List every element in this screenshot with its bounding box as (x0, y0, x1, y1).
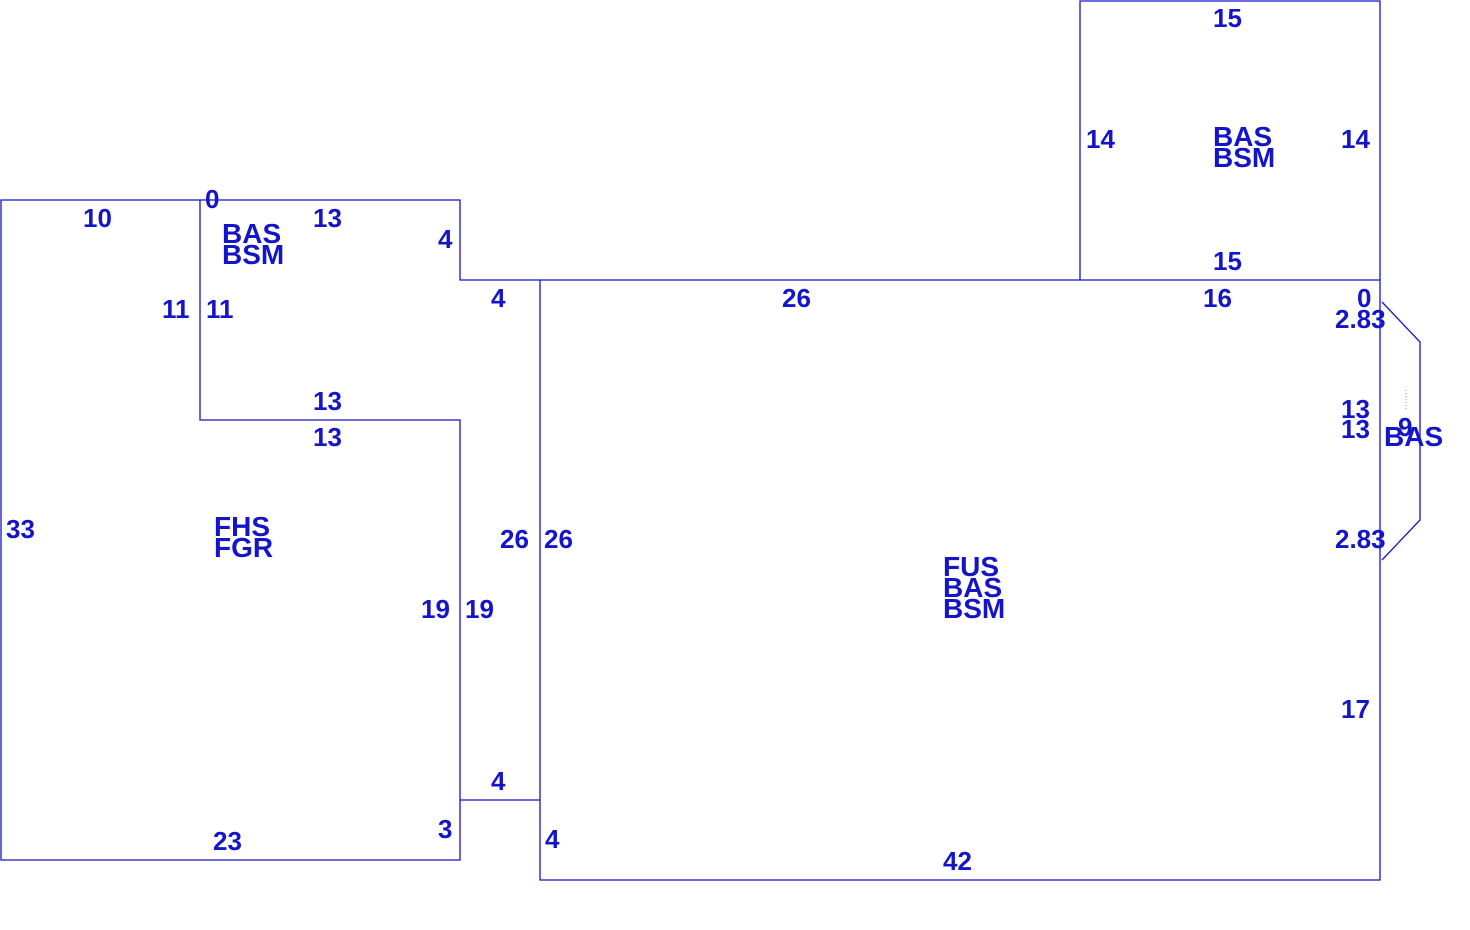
area-label-upper-left-bsm: BSM (222, 239, 284, 270)
main-block-outline (539, 279, 1381, 881)
dim-main-right: 17 (1341, 694, 1370, 724)
area-label-garage-fgr: FGR (214, 532, 273, 563)
bay-window-outline (1381, 301, 1421, 561)
dim-left-top: 10 (83, 203, 112, 233)
dim-main-left-inner: 26 (544, 524, 573, 554)
top-right-block-outline (1079, 0, 1381, 280)
dim-top-right-top: 15 (1213, 3, 1242, 33)
walls (0, 0, 1421, 881)
upper-left-wing-outline (200, 199, 540, 281)
area-label-bay-bas: BAS (1384, 421, 1443, 452)
dim-left-side: 33 (6, 514, 35, 544)
dim-upper-left-zero: 0 (205, 184, 219, 214)
area-label-main-bas: BAS (943, 572, 1002, 603)
dim-upper-left-inner-right: 11 (206, 294, 234, 324)
dim-upper-left-right: 4 (438, 224, 453, 254)
dim-garage-right: 19 (421, 594, 450, 624)
area-labels: BAS BSM BAS BSM FHS FGR FUS BAS BSM BAS (214, 121, 1443, 624)
area-label-upper-left-bas: BAS (222, 218, 281, 249)
dim-top-right-left: 14 (1086, 124, 1115, 154)
dim-bay-side-a: 13 (1341, 394, 1370, 424)
dim-main-zero: 0 (1357, 283, 1371, 313)
dim-garage-top: 13 (313, 422, 342, 452)
dim-top-right-bottom: 15 (1213, 246, 1242, 276)
area-label-top-right-bas: BAS (1213, 121, 1272, 152)
dim-upper-left-top: 13 (313, 203, 342, 233)
area-label-top-right-bsm: BSM (1213, 142, 1275, 173)
dim-upper-left-bottom: 13 (313, 386, 342, 416)
dim-step-top: 4 (491, 283, 506, 313)
dim-top-right-right: 14 (1341, 124, 1370, 154)
area-label-garage-fhs: FHS (214, 511, 270, 542)
dim-bay-depth: 9 (1398, 412, 1412, 442)
dim-left-bottom: 23 (213, 826, 242, 856)
dim-bay-diag-bottom: 2.83 (1335, 524, 1386, 554)
dimension-labels: 15 14 14 15 10 33 23 0 13 4 11 11 13 13 … (6, 3, 1412, 876)
dim-connector-bottom: 4 (491, 766, 506, 796)
area-label-main-bsm: BSM (943, 593, 1005, 624)
dim-garage-corner: 3 (438, 814, 452, 844)
dim-main-left-outer: 26 (500, 524, 529, 554)
dim-main-bottom-left: 4 (545, 824, 560, 854)
dim-main-bottom: 42 (943, 846, 972, 876)
area-label-main-fus: FUS (943, 551, 999, 582)
dim-garage-right-outer: 19 (465, 594, 494, 624)
dim-bay-side-b: 13 (1341, 414, 1370, 444)
dim-bay-diag-top: 2.83 (1335, 304, 1386, 334)
dim-main-top-right: 16 (1203, 283, 1232, 313)
dim-upper-left-inner-left: 11 (162, 294, 190, 324)
dim-main-top: 26 (782, 283, 811, 313)
